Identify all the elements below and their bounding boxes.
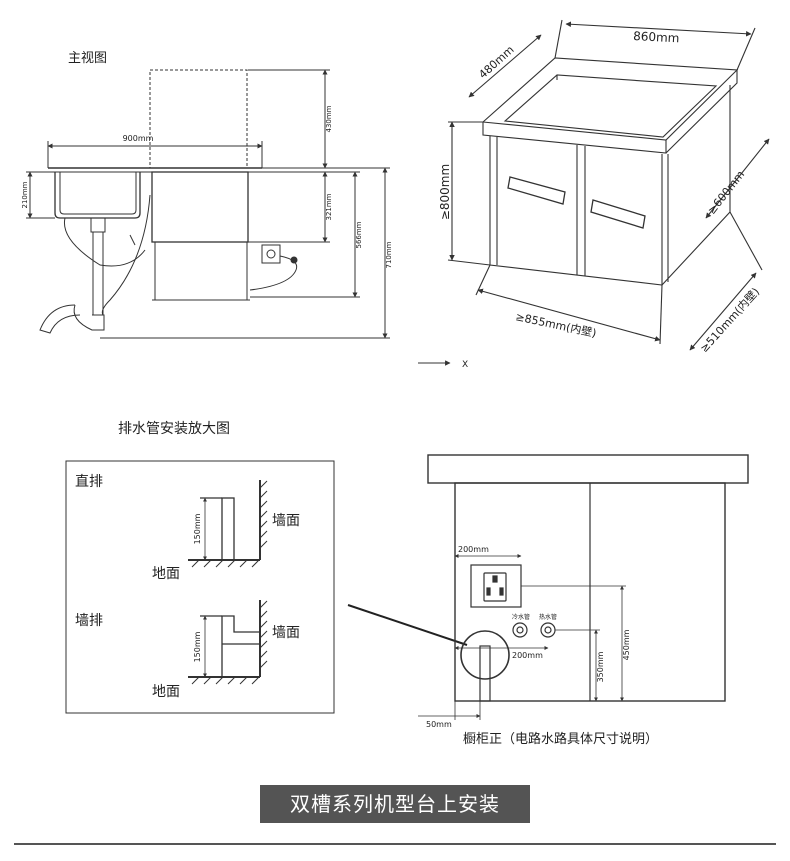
label-straight: 直排 bbox=[75, 473, 103, 490]
dim-710: 710mm bbox=[385, 241, 393, 268]
dim-321: 321mm bbox=[325, 193, 333, 220]
drain-title: 排水管安装放大图 bbox=[118, 421, 230, 437]
dim-566: 566mm bbox=[355, 221, 363, 248]
dim-430: 430mm bbox=[325, 105, 333, 132]
dim-900: 900mm bbox=[123, 134, 154, 143]
drain-circle bbox=[460, 630, 510, 680]
front-view-title: 主视图 bbox=[68, 51, 107, 66]
label-wall-drain: 墙排 bbox=[75, 613, 103, 629]
axis-x-label: X bbox=[462, 360, 468, 370]
drain-pipe bbox=[479, 645, 491, 702]
label-wall-1: 墙面 bbox=[272, 513, 300, 529]
machine-upper bbox=[151, 171, 249, 243]
socket bbox=[261, 244, 281, 264]
hot-pipe-label: 热水管 bbox=[539, 613, 557, 621]
machine-lower bbox=[154, 241, 248, 301]
banner-title: 双槽系列机型台上安装 bbox=[260, 785, 530, 823]
label-wall-2: 墙面 bbox=[272, 625, 300, 641]
bottom-divider bbox=[14, 843, 776, 845]
cabinet-front: 200mm 冷水管 热水管 200mm 350mm 450mm 50mm 橱柜正… bbox=[418, 454, 749, 747]
drain-detail: 排水管安装放大图 直排 150mm 墙面 地面 墙排 bbox=[65, 421, 335, 714]
front-view: 主视图 900mm 210mm bbox=[21, 51, 393, 339]
lid-outline bbox=[149, 69, 248, 169]
label-floor-2: 地面 bbox=[152, 684, 180, 700]
wall-pipe bbox=[221, 615, 261, 677]
dim-200-pipes: 200mm bbox=[512, 651, 543, 660]
dim-450: 450mm bbox=[622, 629, 631, 660]
cabinet-caption: 橱柜正（电路水路具体尺寸说明） bbox=[463, 731, 658, 747]
dim-480: 480mm bbox=[476, 43, 516, 81]
dim-510: ≥510mm(内壁) bbox=[697, 285, 762, 355]
dim-600: ≥600mm bbox=[705, 168, 747, 217]
countertop bbox=[427, 454, 749, 484]
leader-line bbox=[347, 604, 468, 646]
dim-50: 50mm bbox=[426, 720, 452, 729]
cold-pipe bbox=[512, 622, 528, 638]
straight-pipe bbox=[221, 497, 235, 561]
dim-855: ≥855mm(内壁) bbox=[514, 309, 597, 340]
dim-150-1: 150mm bbox=[193, 513, 202, 544]
dim-200-socket: 200mm bbox=[458, 545, 489, 554]
cabinet-3d: 480mm 860mm ≥800mm ≥600mm ≥855mm(内壁) ≥51… bbox=[418, 19, 770, 370]
hot-pipe bbox=[540, 622, 556, 638]
dim-150-2: 150mm bbox=[193, 631, 202, 662]
dim-800: ≥800mm bbox=[438, 164, 452, 220]
cold-pipe-label: 冷水管 bbox=[512, 613, 530, 621]
sink-bowl bbox=[54, 172, 141, 219]
dim-210: 210mm bbox=[21, 181, 29, 208]
drain-frame bbox=[65, 460, 335, 714]
label-floor-1: 地面 bbox=[152, 566, 180, 582]
dim-350: 350mm bbox=[596, 651, 605, 682]
dim-860: 860mm bbox=[633, 29, 680, 45]
